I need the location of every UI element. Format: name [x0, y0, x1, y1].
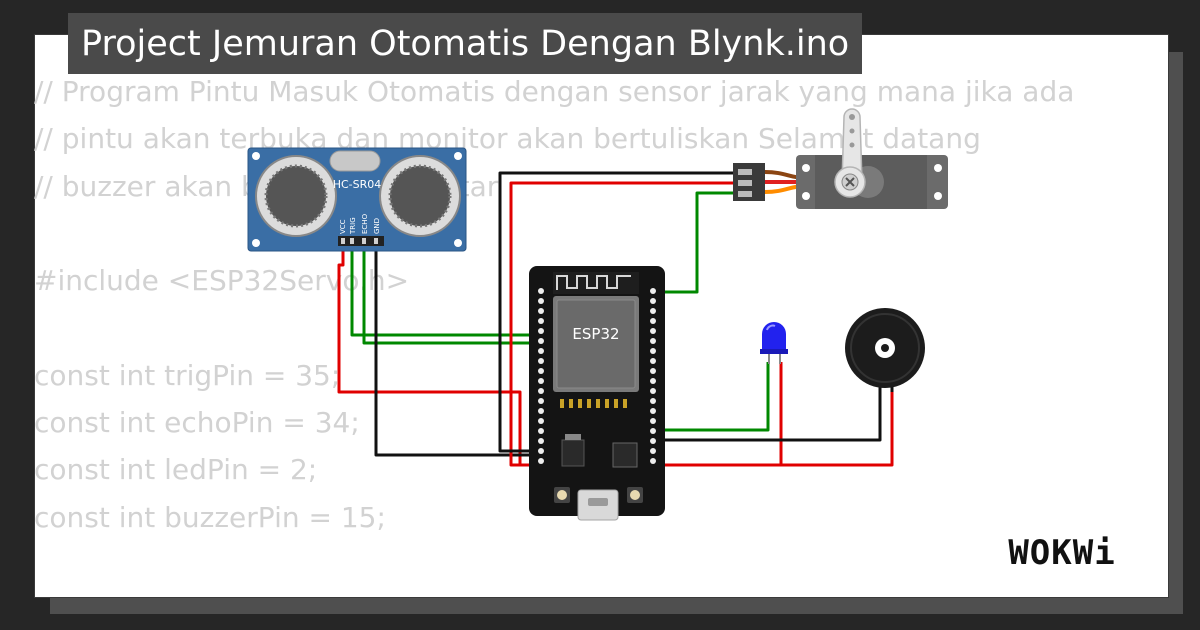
buzzer[interactable] — [845, 308, 925, 392]
esp32-left-pins — [538, 288, 544, 464]
pin-label-trig: TRIG — [349, 217, 357, 235]
wires — [337, 171, 894, 467]
transducer-left — [255, 155, 337, 237]
code-line: // pintu akan terbuka dan monitor akan b… — [34, 122, 981, 156]
servo-motor[interactable] — [733, 108, 948, 209]
wire-sensor-trig — [350, 245, 540, 337]
code-line: #include <ESP32Servo.h> — [34, 264, 410, 298]
code-line: // Program Pintu Masuk Otomatis dengan s… — [34, 75, 1075, 108]
wire-buzzer-signal — [657, 388, 894, 467]
pin-label-echo: ECHO — [361, 213, 369, 234]
project-title: Project Jemuran Otomatis Dengan Blynk.in… — [81, 23, 850, 64]
code-preview: // Program Pintu Masuk Otomatis dengan s… — [34, 68, 1134, 541]
code-line: const int buzzerPin = 15; — [34, 500, 386, 534]
code-line: const int echoPin = 34; — [34, 406, 360, 440]
wokwi-logo-text: WOKWi — [1008, 533, 1115, 573]
sensor-label: HC-SR04 — [333, 178, 382, 191]
wire-servo-vcc — [509, 181, 738, 467]
wokwi-logo: WOKWi — [1008, 533, 1115, 573]
wire-sensor-gnd — [374, 245, 540, 457]
transducer-right — [379, 155, 461, 237]
board-label: ESP32 — [572, 325, 619, 343]
pin-label-gnd: GND — [373, 218, 381, 234]
esp32-right-pins — [650, 288, 656, 464]
wire-servo-gnd — [498, 171, 738, 453]
wire-buzzer-gnd — [657, 388, 882, 442]
blue-led[interactable] — [760, 322, 788, 364]
code-line: const int ledPin = 2; — [34, 453, 318, 487]
wire-servo-signal — [657, 191, 738, 294]
wire-led-anode — [657, 362, 770, 432]
esp32-board[interactable]: ESP32 — [529, 266, 665, 521]
project-title-bar: Project Jemuran Otomatis Dengan Blynk.in… — [68, 13, 863, 74]
wire-led-cathode — [657, 362, 783, 467]
wire-sensor-echo — [362, 245, 540, 345]
ultrasonic-sensor[interactable]: HC-SR04 VCC TRIG ECHO GND — [247, 147, 467, 252]
pin-label-vcc: VCC — [339, 219, 347, 234]
code-line: const int trigPin = 35; — [34, 358, 341, 392]
